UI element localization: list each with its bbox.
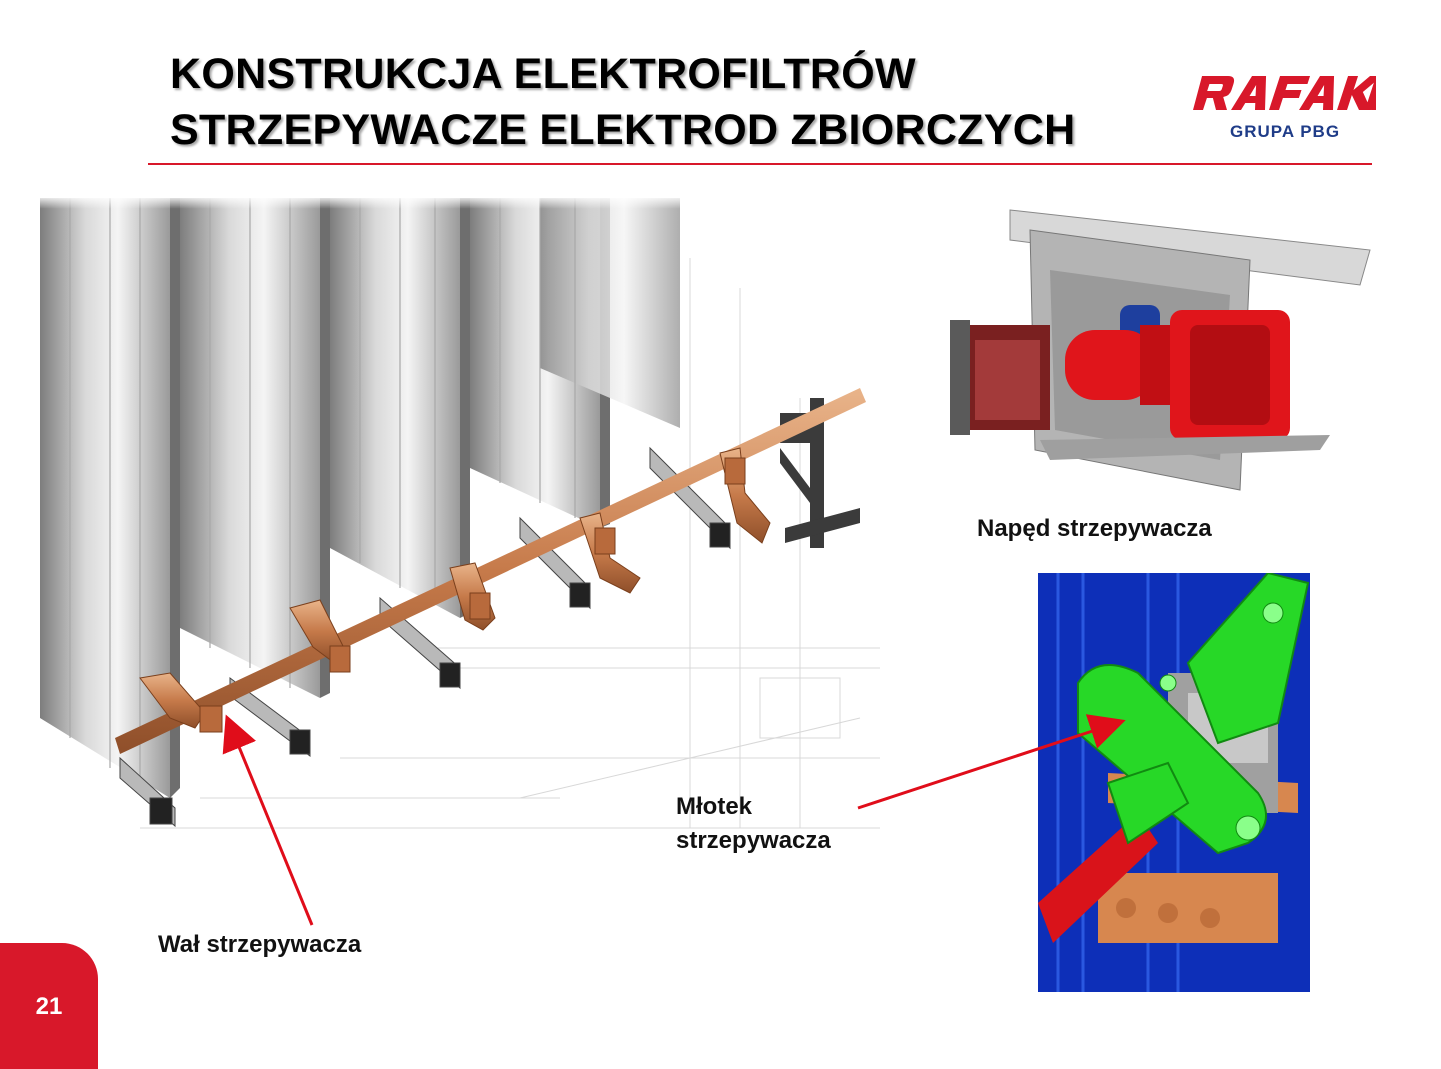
logo-subtitle: GRUPA PBG bbox=[1230, 122, 1341, 141]
slide-title-line-1: KONSTRUKCJA ELEKTROFILTRÓW bbox=[170, 50, 916, 98]
collecting-electrodes-illustration bbox=[40, 198, 880, 829]
caption-shaft: Wał strzepywacza bbox=[158, 931, 362, 958]
caption-hammer-line-1: Młotek bbox=[676, 793, 753, 820]
rapper-drive-illustration bbox=[950, 209, 1371, 491]
title-divider bbox=[148, 163, 1372, 165]
page-number: 21 bbox=[35, 993, 63, 1020]
caption-drive: Napęd strzepywacza bbox=[977, 515, 1212, 542]
caption-hammer-line-2: strzepywacza bbox=[676, 827, 831, 854]
slide-title-line-2: STRZEPYWACZE ELEKTROD ZBIORCZYCH bbox=[170, 106, 1076, 154]
caption-hammer: Młotek strzepywacza bbox=[676, 790, 831, 858]
page-number-badge bbox=[0, 943, 98, 1069]
rapper-hammer-illustration bbox=[1038, 573, 1310, 992]
rafako-logo bbox=[1193, 76, 1376, 110]
